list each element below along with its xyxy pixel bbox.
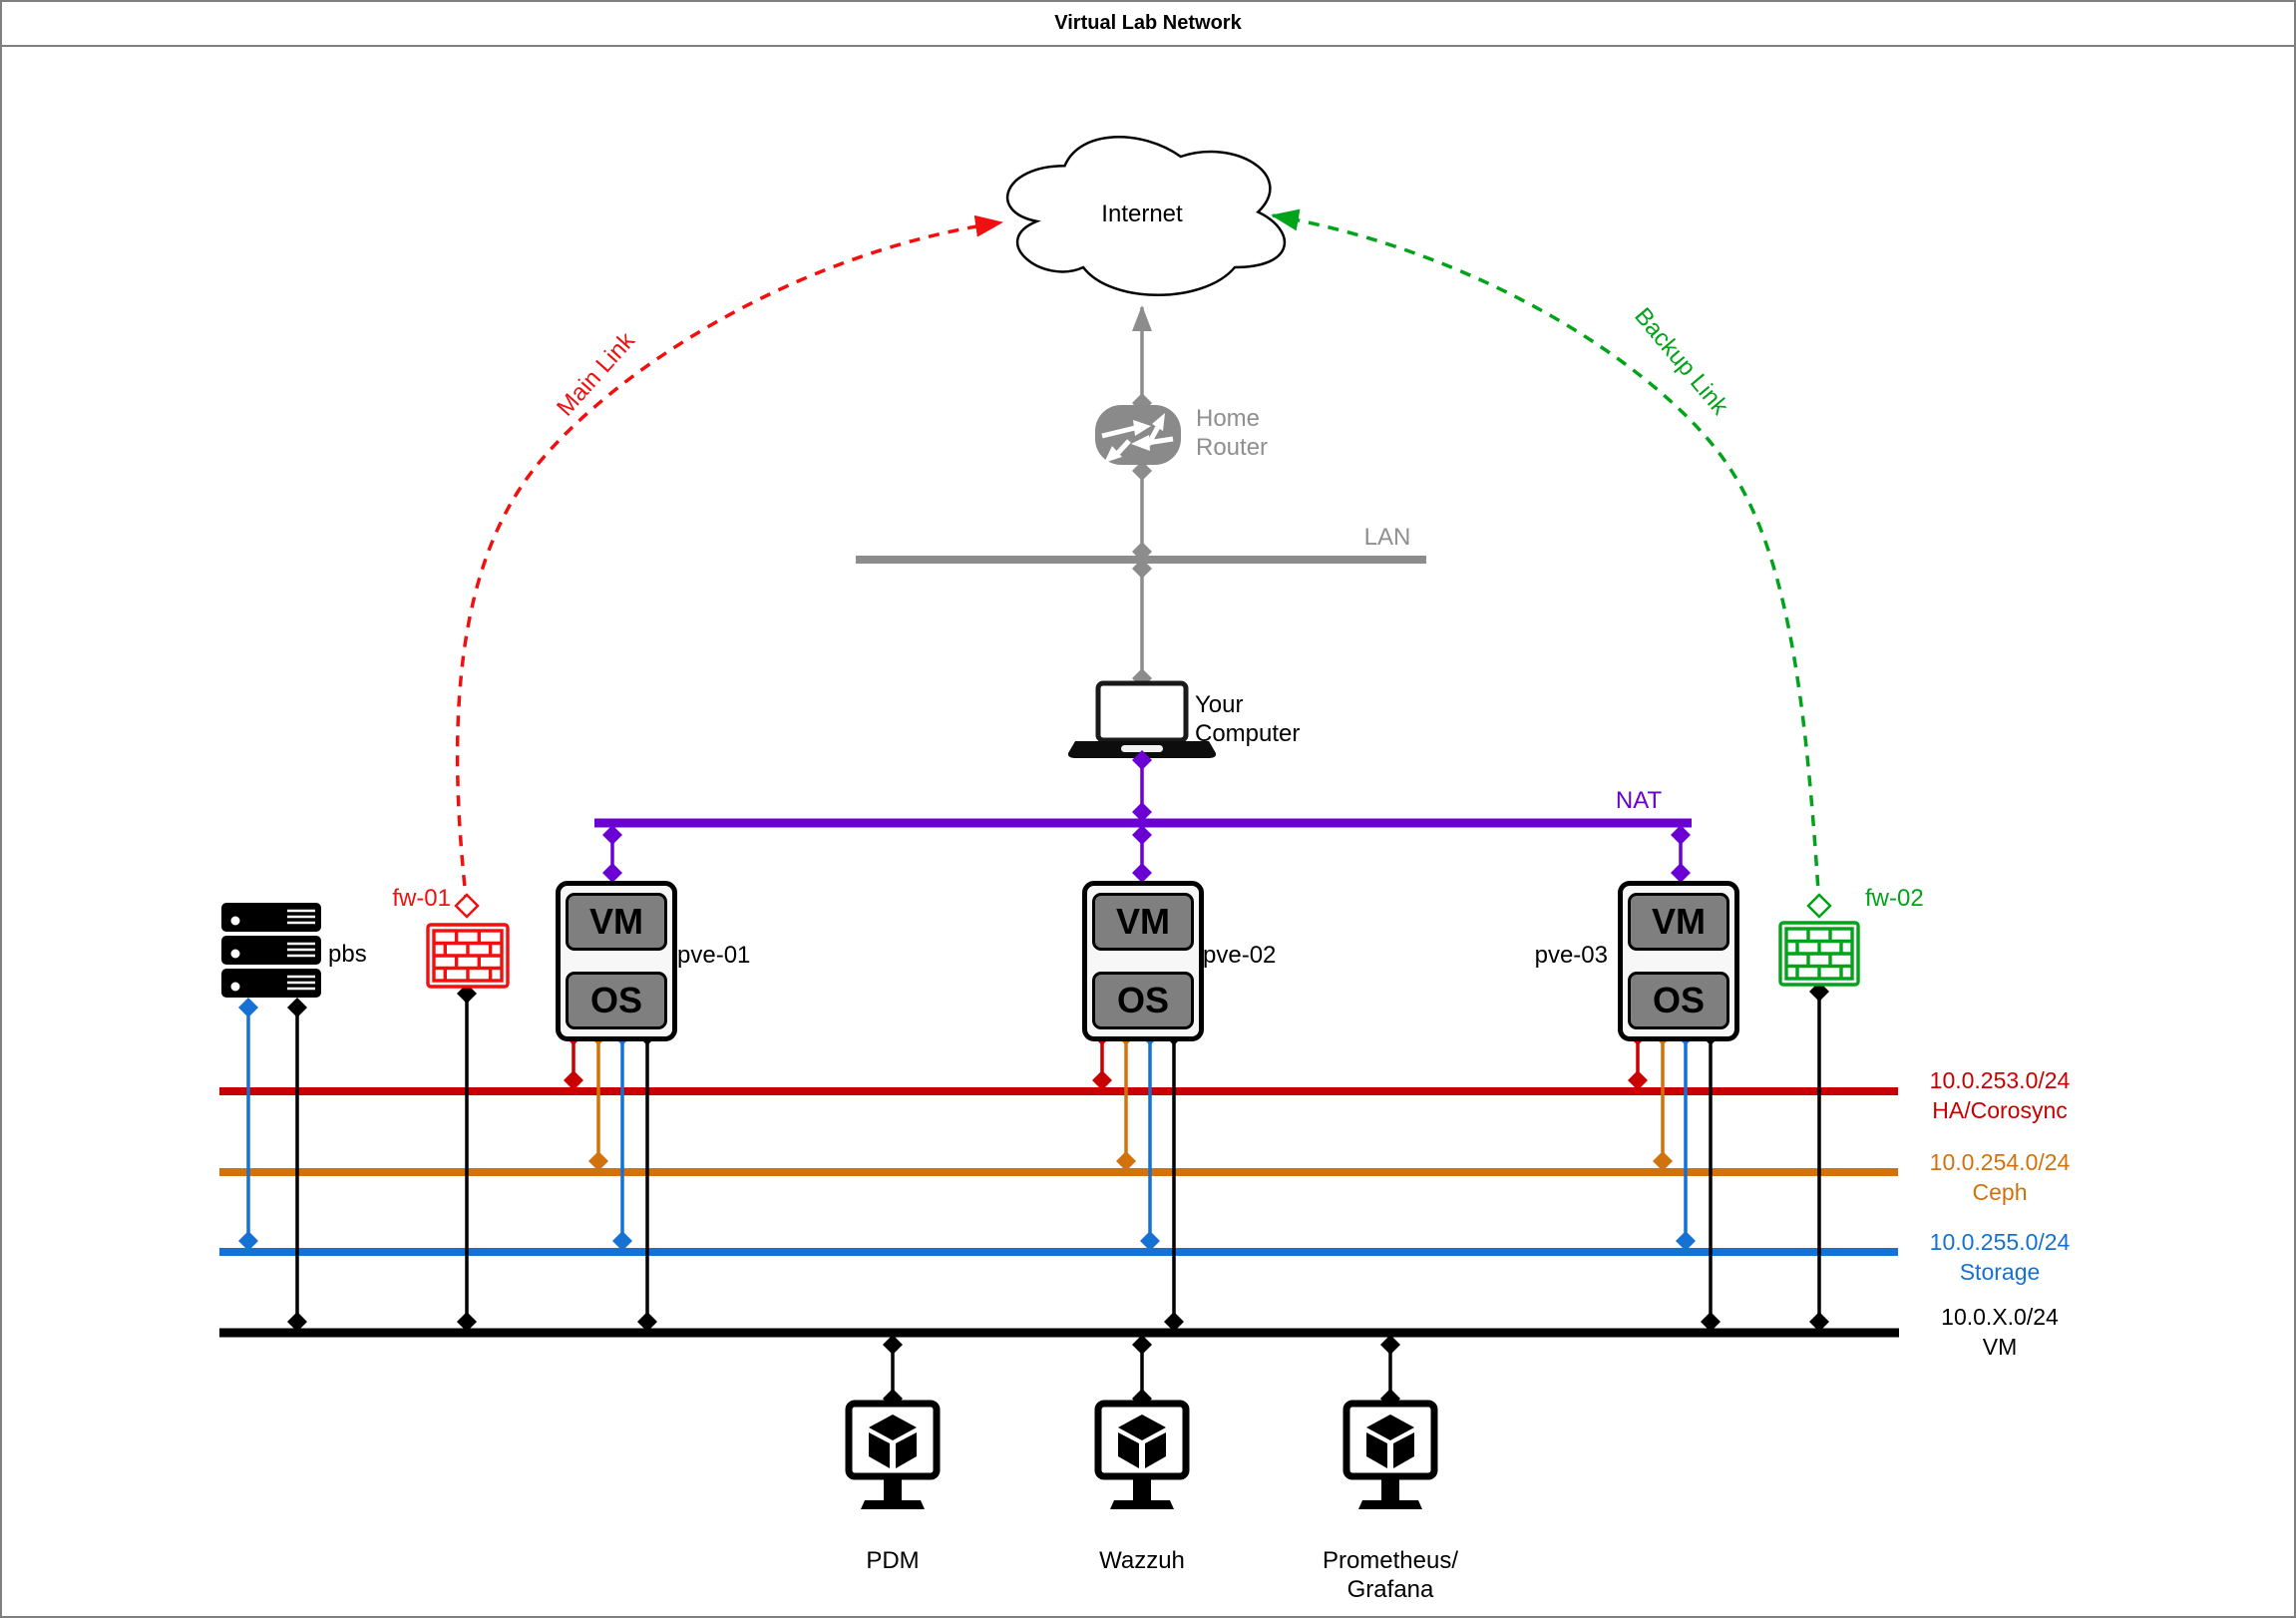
firewall-icon-fw01 xyxy=(426,923,510,989)
network-label-storage: 10.0.255.0/24 Storage xyxy=(1905,1227,2095,1287)
internet-label: Internet xyxy=(1101,201,1183,227)
pbs-server-icon xyxy=(221,903,321,998)
network-cidr: 10.0.253.0/24 xyxy=(1929,1067,2071,1093)
pve-02-label: pve-02 xyxy=(1203,942,1277,969)
pbs-label: pbs xyxy=(328,941,367,968)
your-computer-label: Your Computer xyxy=(1195,691,1301,747)
home-router-label: Home Router xyxy=(1196,405,1269,461)
home-router-icon xyxy=(1095,405,1181,465)
vm-label-line1: Prometheus/ xyxy=(1322,1547,1459,1574)
vm-label-wazzuh: Wazzuh xyxy=(1099,1547,1185,1574)
fw-02-label: fw-02 xyxy=(1865,885,1924,912)
network-label-ceph: 10.0.254.0/24 Ceph xyxy=(1905,1147,2095,1207)
network-label-ha: 10.0.253.0/24 HA/Corosync xyxy=(1905,1065,2095,1125)
nat-label: NAT xyxy=(1615,787,1663,814)
monitor-icon-pdm xyxy=(845,1400,941,1509)
pve-01-label: pve-01 xyxy=(677,942,751,969)
backup-link-curve xyxy=(1271,208,1832,919)
vm-box: VM xyxy=(1628,893,1729,951)
network-cidr: 10.0.255.0/24 xyxy=(1929,1229,2071,1255)
pve-node-pve-02: VM OS xyxy=(1082,881,1204,1041)
pve-node-pve-03: VM OS xyxy=(1618,881,1739,1041)
vm-label-line2: Grafana xyxy=(1346,1576,1434,1603)
diagram-title: Virtual Lab Network xyxy=(2,2,2294,47)
lan-label: LAN xyxy=(1363,524,1411,551)
vm-box: VM xyxy=(566,893,667,951)
pve-node-pve-01: VM OS xyxy=(556,881,677,1041)
vm-label-prometheus-grafana: Prometheus/ Grafana xyxy=(1311,1546,1470,1604)
network-cidr: 10.0.254.0/24 xyxy=(1929,1149,2071,1175)
os-box: OS xyxy=(566,972,667,1029)
network-cidr: 10.0.X.0/24 xyxy=(1941,1304,2059,1330)
os-box: OS xyxy=(1092,972,1194,1029)
vm-box: VM xyxy=(1092,893,1194,951)
laptop-icon xyxy=(1067,680,1217,758)
pve-03-label: pve-03 xyxy=(1534,942,1608,969)
monitor-icon-wazzuh xyxy=(1094,1400,1190,1509)
main-link-curve xyxy=(454,214,1003,919)
network-name: VM xyxy=(1982,1334,2018,1360)
network-name: Ceph xyxy=(1972,1179,2028,1205)
network-name: Storage xyxy=(1959,1259,2041,1285)
os-box: OS xyxy=(1628,972,1729,1029)
fw-01-label: fw-01 xyxy=(392,885,451,912)
firewall-icon-fw02 xyxy=(1778,921,1860,987)
vm-label-pdm: PDM xyxy=(866,1547,920,1574)
internet-cloud-icon xyxy=(1005,136,1287,296)
network-label-vm: 10.0.X.0/24 VM xyxy=(1905,1302,2095,1362)
network-name: HA/Corosync xyxy=(1932,1097,2068,1123)
monitor-icon-prometheus-grafana xyxy=(1342,1400,1438,1509)
